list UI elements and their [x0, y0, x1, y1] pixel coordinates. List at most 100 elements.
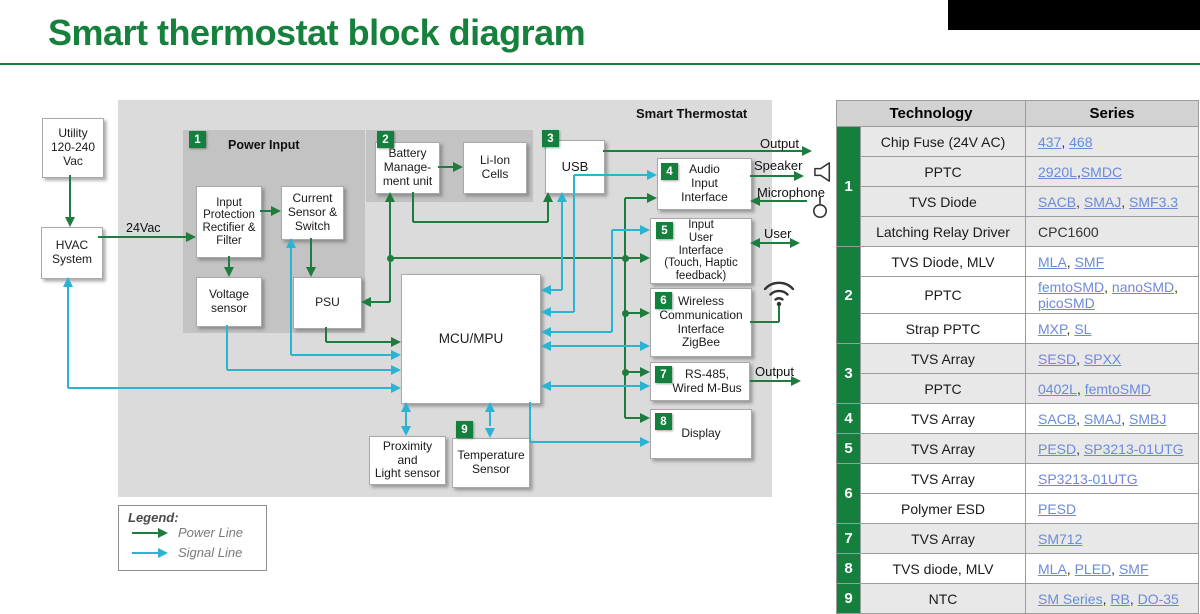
series-cell: CPC1600 — [1025, 216, 1199, 247]
power-arrowhead — [790, 237, 800, 248]
series-link[interactable]: picoSMD — [1038, 295, 1095, 311]
power-arrowhead — [391, 336, 401, 347]
series-link[interactable]: PESD — [1038, 500, 1077, 517]
technology-cell: TVS Array — [860, 403, 1026, 434]
legend-signal-line-label: Signal Line — [178, 545, 243, 560]
signal-line — [551, 385, 640, 387]
series-link[interactable]: SP3213-01UTG — [1038, 470, 1138, 487]
signal-line — [132, 552, 158, 554]
series-link[interactable]: SACB — [1038, 410, 1077, 427]
series-link[interactable]: SL — [1074, 320, 1092, 337]
utility-box: Utility 120-240 Vac — [42, 118, 104, 178]
technology-cell: TVS Array — [860, 433, 1026, 464]
logo-redacted-bar — [948, 0, 1200, 30]
title-underline — [0, 63, 1200, 65]
group-number-cell: 3 — [836, 343, 861, 404]
series-link[interactable]: SM Series — [1038, 590, 1103, 607]
junction-dot — [621, 254, 629, 262]
power-line — [260, 210, 271, 212]
power-line — [390, 257, 640, 259]
series-link[interactable]: SP3213-01UTG — [1083, 440, 1184, 457]
series-link[interactable]: SMAJ — [1083, 410, 1122, 427]
series-link[interactable]: nanoSMD — [1111, 279, 1175, 295]
signal-arrowhead — [541, 340, 551, 351]
series-cell: PESD — [1025, 493, 1199, 524]
series-text: , — [1076, 350, 1084, 367]
audio-interface-box: Audio Input Interface — [657, 158, 752, 210]
power-line — [547, 202, 549, 222]
power-line — [750, 321, 779, 323]
series-link[interactable]: MLA — [1038, 560, 1067, 577]
signal-line — [573, 175, 575, 312]
power-line — [412, 192, 414, 222]
series-link[interactable]: 437 — [1038, 133, 1062, 150]
current-sensor-box: Current Sensor & Switch — [281, 186, 344, 240]
series-link[interactable]: MXP — [1038, 320, 1067, 337]
power-arrowhead — [794, 170, 804, 181]
power-line — [132, 532, 158, 534]
series-link[interactable]: 2920L — [1038, 163, 1077, 180]
series-link[interactable]: femtoSMD — [1038, 279, 1105, 295]
technology-cell: TVS diode, MLV — [860, 553, 1026, 584]
power-arrowhead — [542, 192, 553, 202]
power-line — [98, 236, 186, 238]
signal-line — [405, 412, 407, 426]
series-link[interactable]: SMF3.3 — [1129, 193, 1179, 210]
series-link[interactable]: SESD — [1038, 350, 1077, 367]
series-link[interactable]: 468 — [1069, 133, 1093, 150]
legend-title: Legend: — [128, 510, 179, 525]
signal-line — [67, 287, 69, 388]
series-link[interactable]: SM712 — [1038, 530, 1083, 547]
series-link[interactable]: RB — [1110, 590, 1130, 607]
power-arrowhead — [750, 195, 760, 206]
series-link[interactable]: DO-35 — [1137, 590, 1179, 607]
hvac-box: HVAC System — [41, 227, 103, 279]
signal-arrowhead — [541, 284, 551, 295]
power-line — [438, 166, 453, 168]
series-link[interactable]: MLA — [1038, 253, 1067, 270]
technology-cell: TVS Diode — [860, 186, 1026, 217]
signal-arrowhead — [484, 402, 495, 412]
series-text: , — [1076, 193, 1084, 210]
signal-arrowhead — [391, 382, 401, 393]
series-link[interactable]: PLED — [1074, 560, 1112, 577]
series-link[interactable]: SPXX — [1083, 350, 1122, 367]
power-line — [624, 198, 626, 418]
power-arrowhead — [647, 192, 657, 203]
series-text: , — [1129, 590, 1138, 607]
badge-5: 5 — [656, 222, 673, 239]
smart-thermostat-label: Smart Thermostat — [636, 106, 748, 121]
user-label: User — [764, 226, 792, 241]
group-number-cell: 8 — [836, 553, 861, 584]
power-arrowhead — [64, 217, 75, 227]
series-link[interactable]: SMF — [1074, 253, 1105, 270]
series-link[interactable]: femtoSMD — [1084, 380, 1151, 397]
signal-arrowhead — [391, 349, 401, 360]
series-link[interactable]: SMDC — [1080, 163, 1123, 180]
series-cell: MLA, SMF — [1025, 246, 1199, 277]
group-number-cell: 1 — [836, 126, 861, 247]
series-link[interactable]: SMAJ — [1083, 193, 1122, 210]
technology-cell: Polymer ESD — [860, 493, 1026, 524]
series-link[interactable]: 0402L — [1038, 380, 1077, 397]
group-number-cell: 9 — [836, 583, 861, 614]
24vac-label: 24Vac — [126, 221, 161, 235]
signal-line — [611, 230, 613, 332]
technology-header: Technology — [836, 100, 1026, 127]
signal-line — [291, 354, 391, 356]
series-link[interactable]: SACB — [1038, 193, 1077, 210]
series-link[interactable]: SMBJ — [1129, 410, 1167, 427]
power-arrowhead — [271, 205, 281, 216]
series-link[interactable]: PESD — [1038, 440, 1077, 457]
power-arrowhead — [640, 412, 650, 423]
technology-cell: PPTC — [860, 276, 1026, 314]
series-link[interactable]: SMF — [1118, 560, 1149, 577]
signal-line — [551, 289, 562, 291]
